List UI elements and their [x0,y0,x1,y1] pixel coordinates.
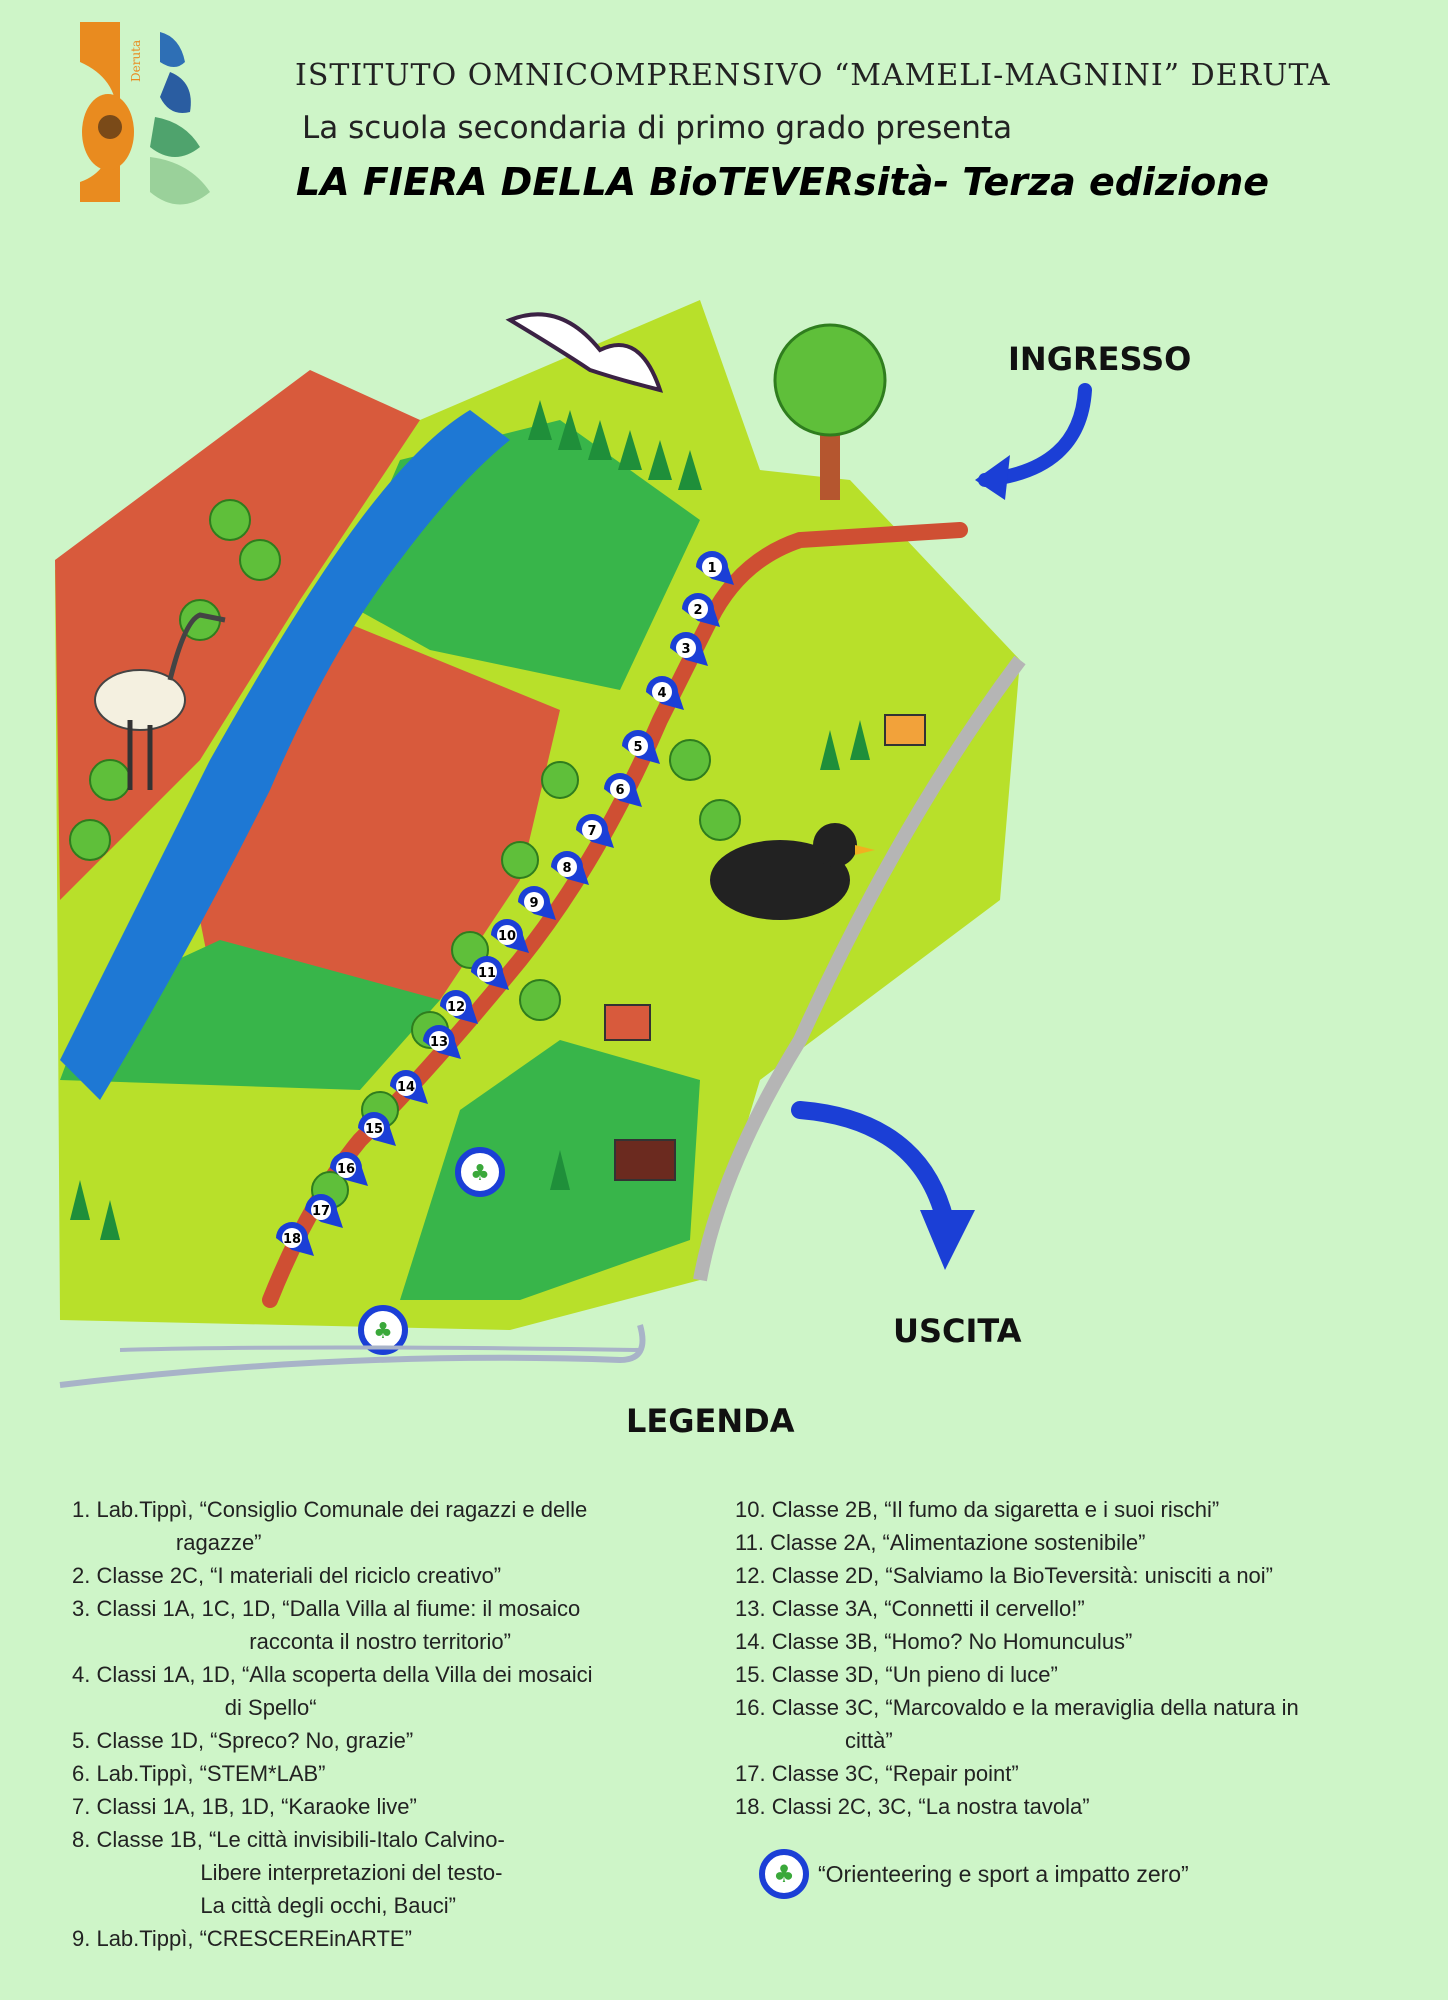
legend-item: 8. Classe 1B, “Le città invisibili-Italo… [72,1827,505,1918]
stop-number: 10 [498,929,516,944]
road [693,655,1026,1282]
entrance-label: INGRESSO [1008,340,1192,378]
legend-item: 6. Lab.Tippì, “STEM*LAB” [72,1761,326,1786]
stop-marker: 13 [423,1025,461,1059]
stop-marker: 6 [604,773,642,807]
stop-number: 4 [657,686,666,701]
stop-marker: 11 [471,956,509,990]
stop-marker: 16 [330,1152,368,1186]
stop-number: 2 [693,603,702,618]
stop-number: 17 [312,1204,330,1219]
stop-number: 11 [478,966,496,981]
stop-marker: 15 [358,1112,396,1146]
legend-item: 18. Classi 2C, 3C, “La nostra tavola” [735,1794,1090,1819]
field-red-left [55,370,420,900]
entrance-arrow-head [975,455,1010,500]
stop-number: 9 [529,896,538,911]
stop-marker: 12 [440,990,478,1024]
legend-item: 14. Classe 3B, “Homo? No Homunculus” [735,1629,1133,1654]
stop-number: 15 [365,1122,383,1137]
exit-arrow-head [920,1210,975,1270]
blackbird [710,823,875,920]
exit-arrow [791,1101,954,1229]
legend-item: 9. Lab.Tippì, “CRESCEREinARTE” [72,1926,412,1951]
legend-item: 11. Classe 2A, “Alimentazione sostenibil… [735,1530,1146,1555]
legend-item: 4. Classi 1A, 1D, “Alla scoperta della V… [72,1662,593,1720]
pine-trees [70,400,870,1240]
orienteering-text: “Orienteering e sport a impatto zero” [818,1860,1189,1887]
stop-number: 16 [337,1162,355,1177]
subtitle: La scuola secondaria di primo grado pres… [302,110,1013,146]
legend-item: 3. Classi 1A, 1C, 1D, “Dalla Villa al fi… [72,1596,581,1654]
big-tree [773,323,887,500]
legend-left-column: 1. Lab.Tippì, “Consiglio Comunale dei ra… [72,1493,692,1955]
house-2 [604,1004,651,1041]
svg-text:♣: ♣ [373,1319,393,1344]
heron [94,612,226,790]
stop-marker: 2 [682,593,720,627]
stop-number: 13 [430,1035,448,1050]
stop-number: 3 [681,642,690,657]
stop-number: 14 [397,1080,415,1095]
stop-number: 12 [447,1000,465,1015]
legend-right-column: 10. Classe 2B, “Il fumo da sigaretta e i… [735,1493,1415,1823]
institute-title: ISTITUTO OMNICOMPRENSIVO “MAMELI-MAGNINI… [295,58,1331,93]
field-green-3 [400,1040,700,1300]
swoosh [59,1324,646,1388]
exit-label: USCITA [893,1312,1022,1350]
legend-item: 7. Classi 1A, 1B, 1D, “Karaoke live” [72,1794,417,1819]
legend-item: 12. Classe 2D, “Salviamo la BioTeversità… [735,1563,1274,1588]
stop-number: 5 [633,740,642,755]
stop-marker: 18 [276,1222,314,1256]
legend-item: 16. Classe 3C, “Marcovaldo e la meravigl… [735,1695,1299,1753]
legend-item: 1. Lab.Tippì, “Consiglio Comunale dei ra… [72,1497,588,1555]
stop-number: 18 [283,1232,301,1247]
event-title: LA FIERA DELLA BioTEVERsità- Terza edizi… [296,160,1270,204]
stop-marker: 8 [551,851,589,885]
stop-marker: 4 [646,676,684,710]
stop-number: 8 [562,861,571,876]
svg-text:♣: ♣ [470,1161,490,1186]
clover-icon: ♣ [759,1849,809,1899]
clover-badge: ♣ [358,1305,408,1355]
stop-marker: 3 [670,632,708,666]
school-logo: Deruta [80,22,210,205]
svg-text:Deruta: Deruta [129,40,143,82]
stop-marker: 14 [390,1070,428,1104]
legend-title: LEGENDA [626,1402,795,1440]
legend-item: 10. Classe 2B, “Il fumo da sigaretta e i… [735,1497,1220,1522]
stop-marker: 7 [576,814,614,848]
stop-number: 6 [615,783,624,798]
legend-item: 2. Classe 2C, “I materiali del riciclo c… [72,1563,502,1588]
stop-marker: 5 [622,730,660,764]
legend-item: 17. Classe 3C, “Repair point” [735,1761,1019,1786]
house-1 [884,714,926,746]
legend-item: 13. Classe 3A, “Connetti il cervello!” [735,1596,1085,1621]
legend-item: 15. Classe 3D, “Un pieno di luce” [735,1662,1058,1687]
stop-marker: 10 [491,919,529,953]
clover-badge: ♣ [455,1147,505,1197]
legend-item: 5. Classe 1D, “Spreco? No, grazie” [72,1728,414,1753]
orienteering-legend: ♣ “Orienteering e sport a impatto zero” [756,1846,1189,1902]
stop-marker: 17 [305,1194,343,1228]
stop-marker: 1 [696,551,734,585]
stop-number: 1 [707,561,716,576]
house-3 [614,1139,676,1181]
stop-marker: 9 [518,886,556,920]
stop-number: 7 [587,824,596,839]
river [60,410,510,1100]
svg-text:♣: ♣ [773,1860,795,1888]
flying-bird [505,312,664,393]
